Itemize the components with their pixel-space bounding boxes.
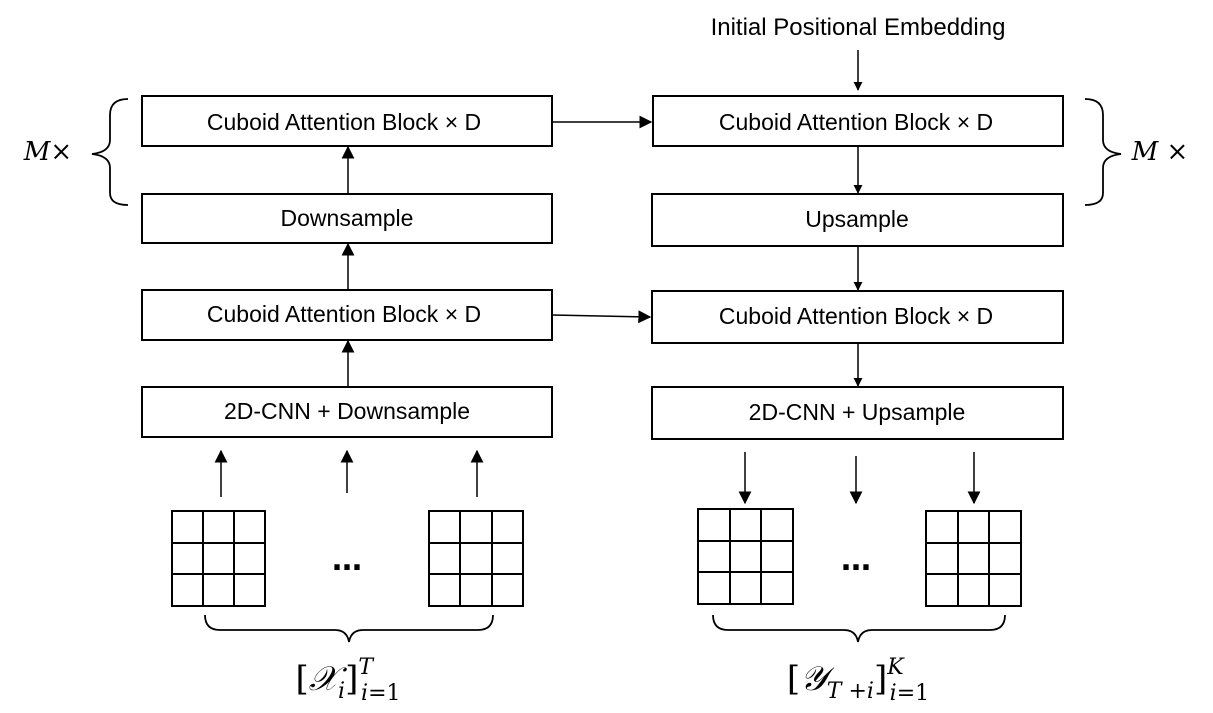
encoder-attention-top-label: Cuboid Attention Block × D [207,109,481,135]
initial-positional-embedding-label: Initial Positional Embedding [711,14,1006,41]
decoder-output-grid-2 [925,510,1022,607]
encoder-attention-bottom-label: Cuboid Attention Block × D [207,301,481,327]
decoder-repeat-label: M × [1131,137,1189,167]
skip-connection-bottom [551,310,652,324]
encoder-cnn-label: 2D-CNN + Downsample [224,398,470,424]
encoder-repeat-label: M× [23,137,72,167]
encoder-input-grid-2 [428,510,524,607]
encoder-downsample-block [141,193,553,244]
decoder-cnn-label: 2D-CNN + Upsample [749,399,966,425]
encoder-input-grid-1 [171,510,266,607]
encoder-bottom-brace [204,614,494,643]
encoder-downsample-label: Downsample [281,205,414,231]
decoder-ellipsis: … [841,543,871,578]
encoder-ellipsis: … [332,543,362,578]
decoder-output-grid-1 [697,508,794,605]
decoder-column: Cuboid Attention Block × D Upsample Cubo… [651,95,1189,706]
encoder-column: Cuboid Attention Block × D Downsample Cu… [23,95,553,706]
decoder-repeat-brace [1084,98,1122,206]
decoder-attention-top-label: Cuboid Attention Block × D [719,109,993,135]
decoder-bottom-brace [712,614,1006,643]
decoder-upsample-label: Upsample [805,206,909,232]
decoder-attention-bottom-label: Cuboid Attention Block × D [719,303,993,329]
encoder-cnn-block [141,386,553,438]
decoder-cnn-block [651,386,1064,440]
encoder-repeat-brace [91,98,129,206]
